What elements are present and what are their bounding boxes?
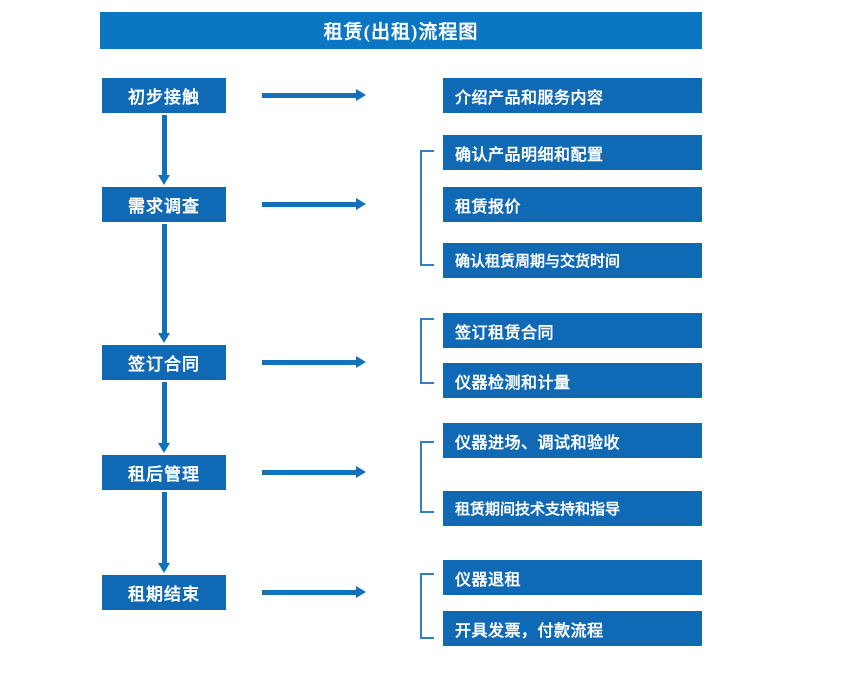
right-arrow-icon-5 [262,586,366,598]
arrow-shaft [162,382,167,444]
arrow-shaft [262,590,357,595]
arrow-head [158,563,170,573]
detail-box-5[interactable]: 签订租赁合同 [443,313,702,348]
right-arrow-icon-2 [262,198,366,210]
stage-box-1[interactable]: 初步接触 [102,78,226,113]
detail-box-3[interactable]: 租赁报价 [443,187,702,222]
stage-box-2[interactable]: 需求调查 [102,187,226,222]
arrow-head [356,586,366,598]
arrow-head [158,443,170,453]
arrow-shaft [162,224,167,334]
arrow-head [356,89,366,101]
down-arrow-icon-1 [158,115,170,185]
arrow-head [356,198,366,210]
down-arrow-icon-3 [158,382,170,453]
detail-box-2[interactable]: 确认产品明细和配置 [443,135,702,170]
right-arrow-icon-1 [262,89,366,101]
arrow-shaft [262,470,357,475]
group-bracket-icon-3 [420,318,434,384]
arrow-shaft [162,492,167,564]
stage-box-4[interactable]: 租后管理 [102,455,226,490]
stage-box-3[interactable]: 签订合同 [102,345,226,380]
arrow-head [356,466,366,478]
detail-box-10[interactable]: 开具发票，付款流程 [443,611,702,646]
detail-box-6[interactable]: 仪器检测和计量 [443,363,702,398]
stage-box-5[interactable]: 租期结束 [102,575,226,610]
arrow-head [356,356,366,368]
right-arrow-icon-4 [262,466,366,478]
detail-box-7[interactable]: 仪器进场、调试和验收 [443,423,702,458]
detail-box-4[interactable]: 确认租赁周期与交货时间 [443,243,702,278]
arrow-shaft [162,115,167,176]
arrow-head [158,333,170,343]
down-arrow-icon-4 [158,492,170,573]
arrow-head [158,175,170,185]
detail-box-8[interactable]: 租赁期间技术支持和指导 [443,491,702,526]
group-bracket-icon-2 [420,150,434,266]
down-arrow-icon-2 [158,224,170,343]
page-title: 租赁(出租)流程图 [100,12,702,49]
arrow-shaft [262,360,357,365]
arrow-shaft [262,93,357,98]
detail-box-1[interactable]: 介绍产品和服务内容 [443,78,702,113]
group-bracket-icon-4 [420,441,434,513]
arrow-shaft [262,202,357,207]
detail-box-9[interactable]: 仪器退租 [443,560,702,595]
group-bracket-icon-5 [420,573,434,639]
right-arrow-icon-3 [262,356,366,368]
